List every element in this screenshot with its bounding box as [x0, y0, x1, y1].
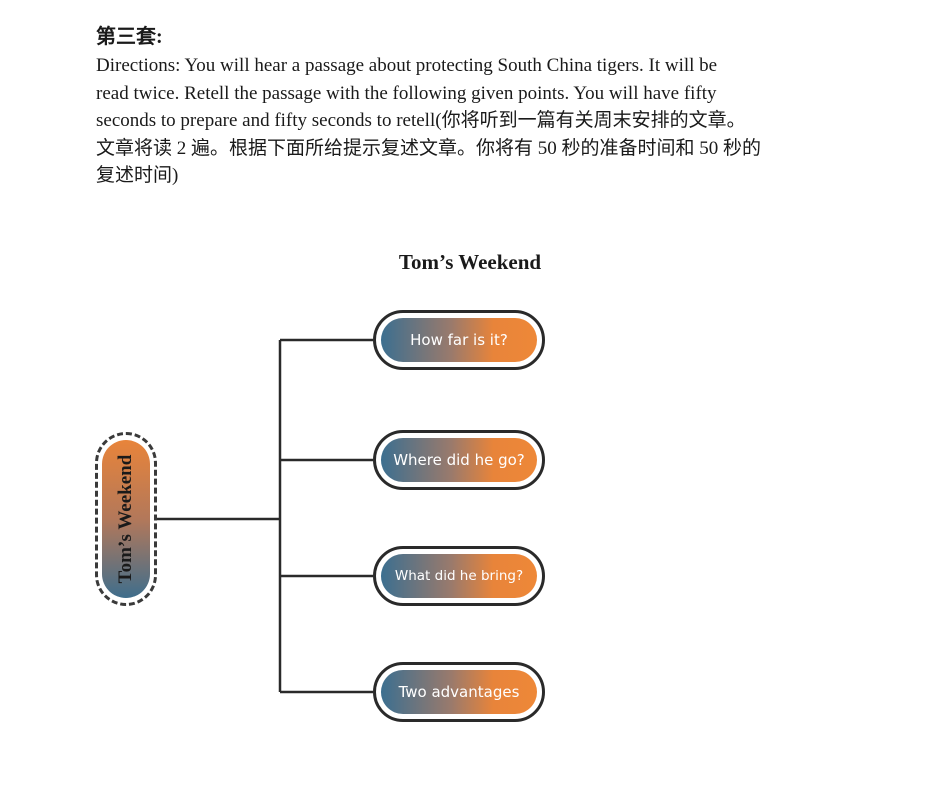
branch-node-fill: Where did he go? [381, 438, 537, 482]
branch-node-label: What did he bring? [394, 568, 524, 584]
branch-node-fill: Two advantages [381, 670, 537, 714]
branch-node-fill: What did he bring? [381, 554, 537, 598]
section-heading: 第三套: [96, 26, 163, 48]
root-node [102, 440, 150, 598]
branch-node-what-bring: What did he bring? [373, 546, 545, 606]
branch-node-label: How far is it? [410, 331, 508, 349]
diagram-title: Tom’s Weekend [398, 250, 542, 274]
branch-node-advantages: Two advantages [373, 662, 545, 722]
directions-text: Directions: You will hear a passage abou… [96, 55, 762, 186]
branch-node-label: Where did he go? [393, 451, 525, 469]
branch-node-where: Where did he go? [373, 430, 545, 490]
root-node-label: Tom’s Weekend [115, 454, 136, 584]
branch-node-fill: How far is it? [381, 318, 537, 362]
branch-node-how-far: How far is it? [373, 310, 545, 370]
root-node-border [95, 432, 157, 606]
branch-node-label: Two advantages [398, 683, 520, 701]
